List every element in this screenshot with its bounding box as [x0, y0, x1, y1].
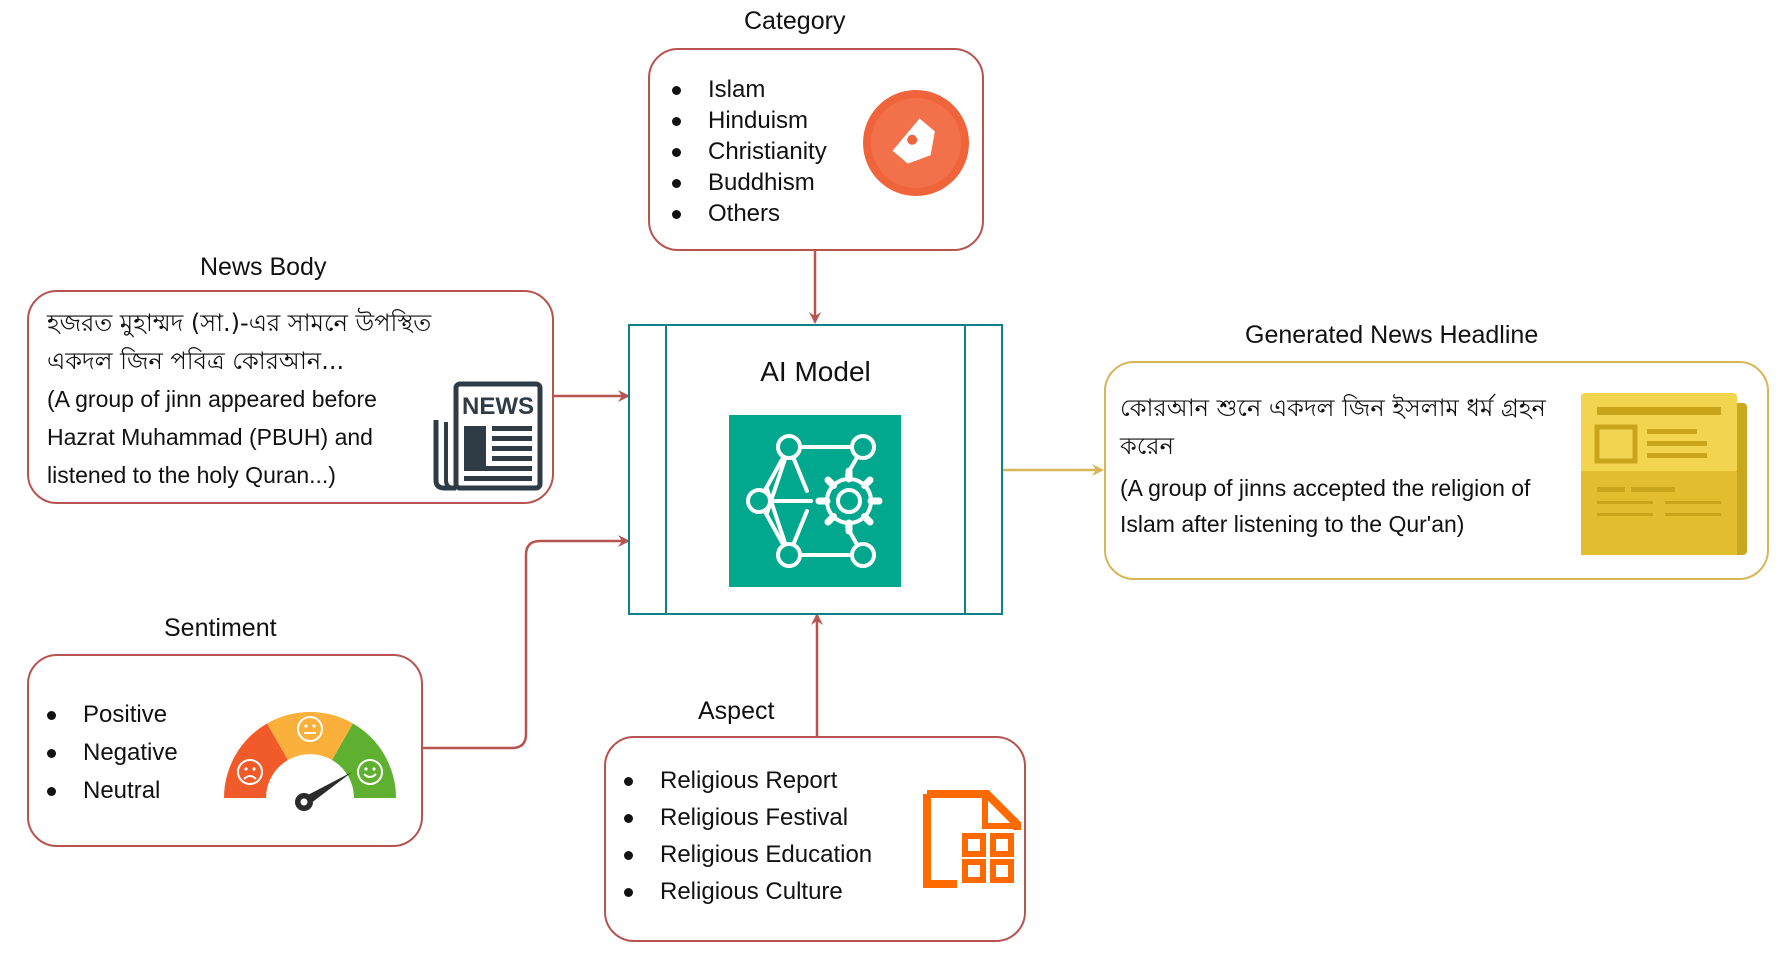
category-title: Category: [744, 7, 846, 35]
headline-english-line2: Islam after listening to the Qur'an): [1120, 511, 1465, 537]
aspect-item-festival: Religious Festival: [622, 799, 872, 836]
ai-model-right-bar: [964, 326, 966, 613]
headline-english-line1: (A group of jinns accepted the religion …: [1120, 475, 1531, 501]
ai-model-title: AI Model: [760, 356, 871, 387]
sentiment-item-negative: Negative: [45, 734, 178, 772]
news-body-box: হজরত মুহাম্মদ (সা.)-এর সামনে উপস্থিত একদ…: [27, 290, 554, 504]
category-item-buddhism: Buddhism: [670, 167, 827, 198]
sentiment-gauge-icon: [224, 711, 396, 811]
sentiment-box: Positive Negative Neutral: [27, 654, 423, 847]
ai-model-box: AI Model: [628, 324, 1003, 615]
newspaper-card-icon: [1581, 393, 1747, 555]
category-item-others: Others: [670, 198, 827, 229]
sentiment-list: Positive Negative Neutral: [45, 696, 178, 810]
tag-icon: [863, 90, 969, 196]
sentiment-item-neutral: Neutral: [45, 772, 178, 810]
sentiment-title: Sentiment: [164, 614, 277, 642]
headline-box: কোরআন শুনে একদল জিন ইসলাম ধর্ম গ্রহন করে…: [1104, 361, 1769, 580]
news-body-english-line3: listened to the holy Quran...): [47, 462, 336, 488]
aspect-list: Religious Report Religious Festival Reli…: [622, 762, 872, 910]
news-body-english-line1: (A group of jinn appeared before: [47, 386, 377, 412]
aspect-title: Aspect: [698, 697, 775, 725]
headline-title: Generated News Headline: [1245, 321, 1539, 349]
aspect-item-education: Religious Education: [622, 836, 872, 873]
neural-network-gear-icon: [729, 415, 901, 587]
aspect-box: Religious Report Religious Festival Reli…: [604, 736, 1026, 942]
headline-bangla-text: কোরআন শুনে একদল জিন ইসলাম ধর্ম গ্রহন করে…: [1120, 394, 1546, 460]
category-item-christianity: Christianity: [670, 136, 827, 167]
sentiment-to-model-arrow: [422, 535, 630, 750]
news-body-bangla-text: হজরত মুহাম্মদ (সা.)-এর সামনে উপস্থিত একদ…: [47, 309, 432, 375]
newspaper-icon: NEWS: [433, 381, 543, 491]
category-box: Islam Hinduism Christianity Buddhism Oth…: [648, 48, 984, 251]
newspaper-icon-label: NEWS: [462, 393, 534, 420]
category-item-islam: Islam: [670, 74, 827, 105]
news-body-english-line2: Hazrat Muhammad (PBUH) and: [47, 424, 373, 450]
aspect-item-culture: Religious Culture: [622, 873, 872, 910]
aspect-item-report: Religious Report: [622, 762, 872, 799]
ai-model-left-bar: [665, 326, 667, 613]
sentiment-item-positive: Positive: [45, 696, 178, 734]
category-item-hinduism: Hinduism: [670, 105, 827, 136]
news-body-title: News Body: [200, 253, 327, 281]
grid-document-icon: [923, 790, 1021, 888]
category-list: Islam Hinduism Christianity Buddhism Oth…: [670, 74, 827, 229]
